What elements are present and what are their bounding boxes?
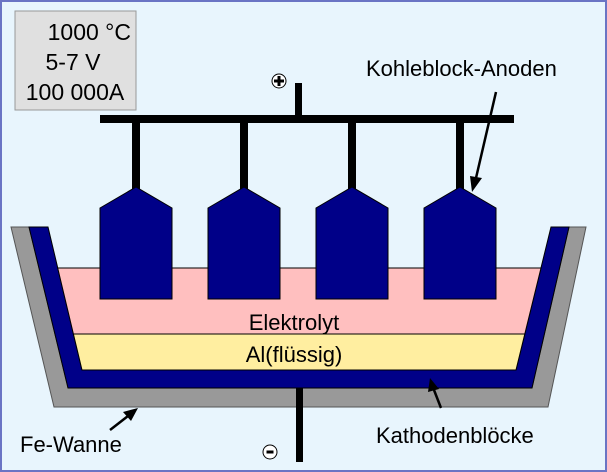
minus-terminal-icon (262, 444, 278, 460)
label-cathodes: Kathodenblöcke (376, 423, 534, 448)
label-aluminium: Al(flüssig) (246, 342, 343, 367)
arrow-head (470, 176, 482, 192)
info-voltage: 5-7 V (46, 49, 102, 75)
anode-block (423, 186, 497, 300)
anode-stem (348, 120, 356, 190)
anode-feed-rod (295, 83, 302, 118)
anode-block (99, 186, 173, 300)
arrow-cathodes (432, 389, 443, 409)
arrow-anodes (474, 91, 498, 179)
arrow-head (123, 408, 138, 421)
anode-block (207, 186, 281, 300)
anode-bus-bar (100, 115, 514, 123)
plus-terminal-icon (271, 73, 287, 89)
anode-stem (132, 120, 140, 190)
info-box-bg (14, 10, 137, 111)
anodes (99, 120, 497, 300)
label-anodes: Kohleblock-Anoden (366, 56, 557, 81)
cathode-rod (296, 388, 303, 462)
anode-stem (240, 120, 248, 190)
info-temperature: 1000 °C (48, 19, 131, 45)
aluminium-layer (72, 333, 526, 371)
info-current: 100 000A (26, 79, 125, 105)
arrow-head (428, 378, 439, 392)
arrow-tank (109, 415, 129, 431)
anode-block (315, 186, 389, 300)
label-electrolyte: Elektrolyt (249, 310, 339, 335)
info-box: 1000 °C 5-7 V 100 000A (14, 10, 137, 111)
label-tank: Fe-Wanne (20, 432, 122, 457)
anode-stem (456, 120, 464, 190)
